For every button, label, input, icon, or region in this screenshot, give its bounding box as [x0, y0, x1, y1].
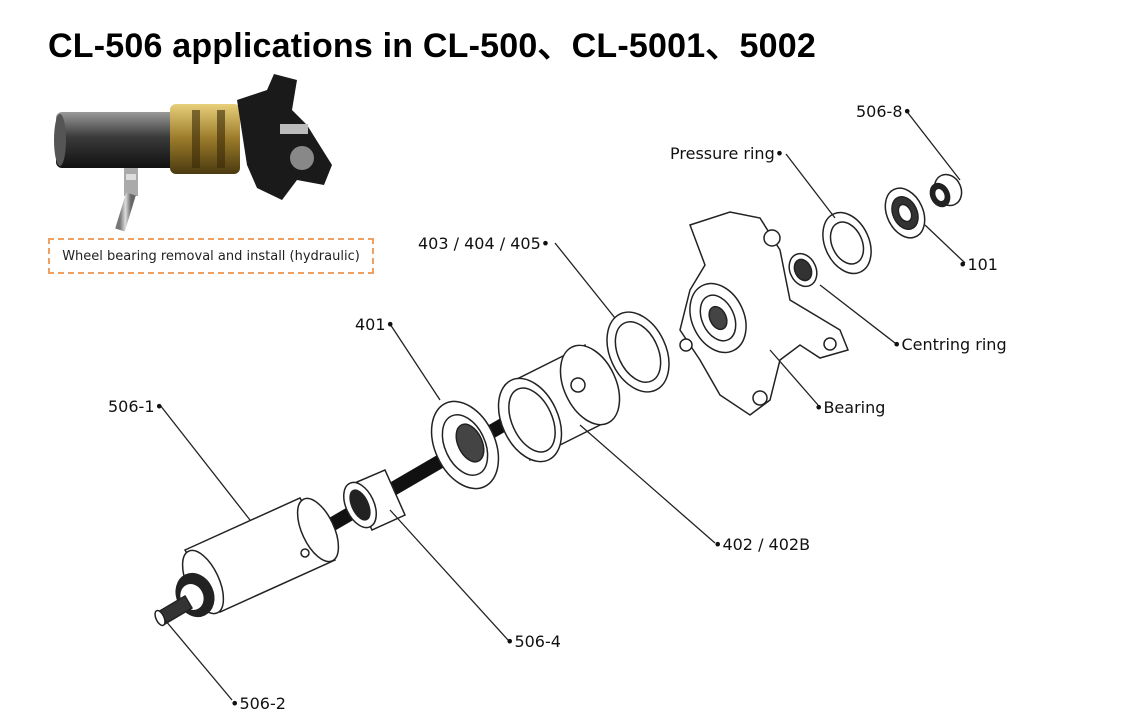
- centring-ring: [788, 252, 818, 288]
- leader-lines: [159, 112, 966, 701]
- label-centring-ring: •Centring ring: [892, 335, 1007, 354]
- part-506-8: [929, 173, 963, 208]
- part-403: [606, 311, 670, 393]
- hydraulic-tool-photo: [54, 74, 332, 232]
- label-pressure-ring: Pressure ring•: [670, 144, 785, 163]
- label-506-4: •506-4: [505, 632, 561, 651]
- part-402: [497, 343, 621, 463]
- label-401: 401•: [355, 315, 395, 334]
- page-title: CL-506 applications in CL-500、CL-5001、50…: [48, 27, 816, 65]
- label-506-8: 506-8•: [856, 102, 912, 121]
- part-506-2: [154, 594, 194, 627]
- label-bearing: •Bearing: [814, 398, 886, 417]
- pressure-ring: [822, 211, 872, 275]
- label-402-402b: •402 / 402B: [713, 535, 811, 554]
- label-506-2: •506-2: [230, 694, 286, 713]
- label-506-1: 506-1•: [108, 397, 164, 416]
- caption: Wheel bearing removal and install (hydra…: [62, 248, 360, 264]
- caption-box: Wheel bearing removal and install (hydra…: [48, 238, 374, 274]
- label-403-404-405: 403 / 404 / 405•: [418, 234, 551, 253]
- part-401: [430, 400, 500, 490]
- part-506-1: [175, 497, 340, 618]
- part-101: [884, 187, 926, 239]
- label-101: •101: [958, 255, 998, 274]
- steering-knuckle: [679, 211, 850, 416]
- part-506-4: [343, 469, 406, 531]
